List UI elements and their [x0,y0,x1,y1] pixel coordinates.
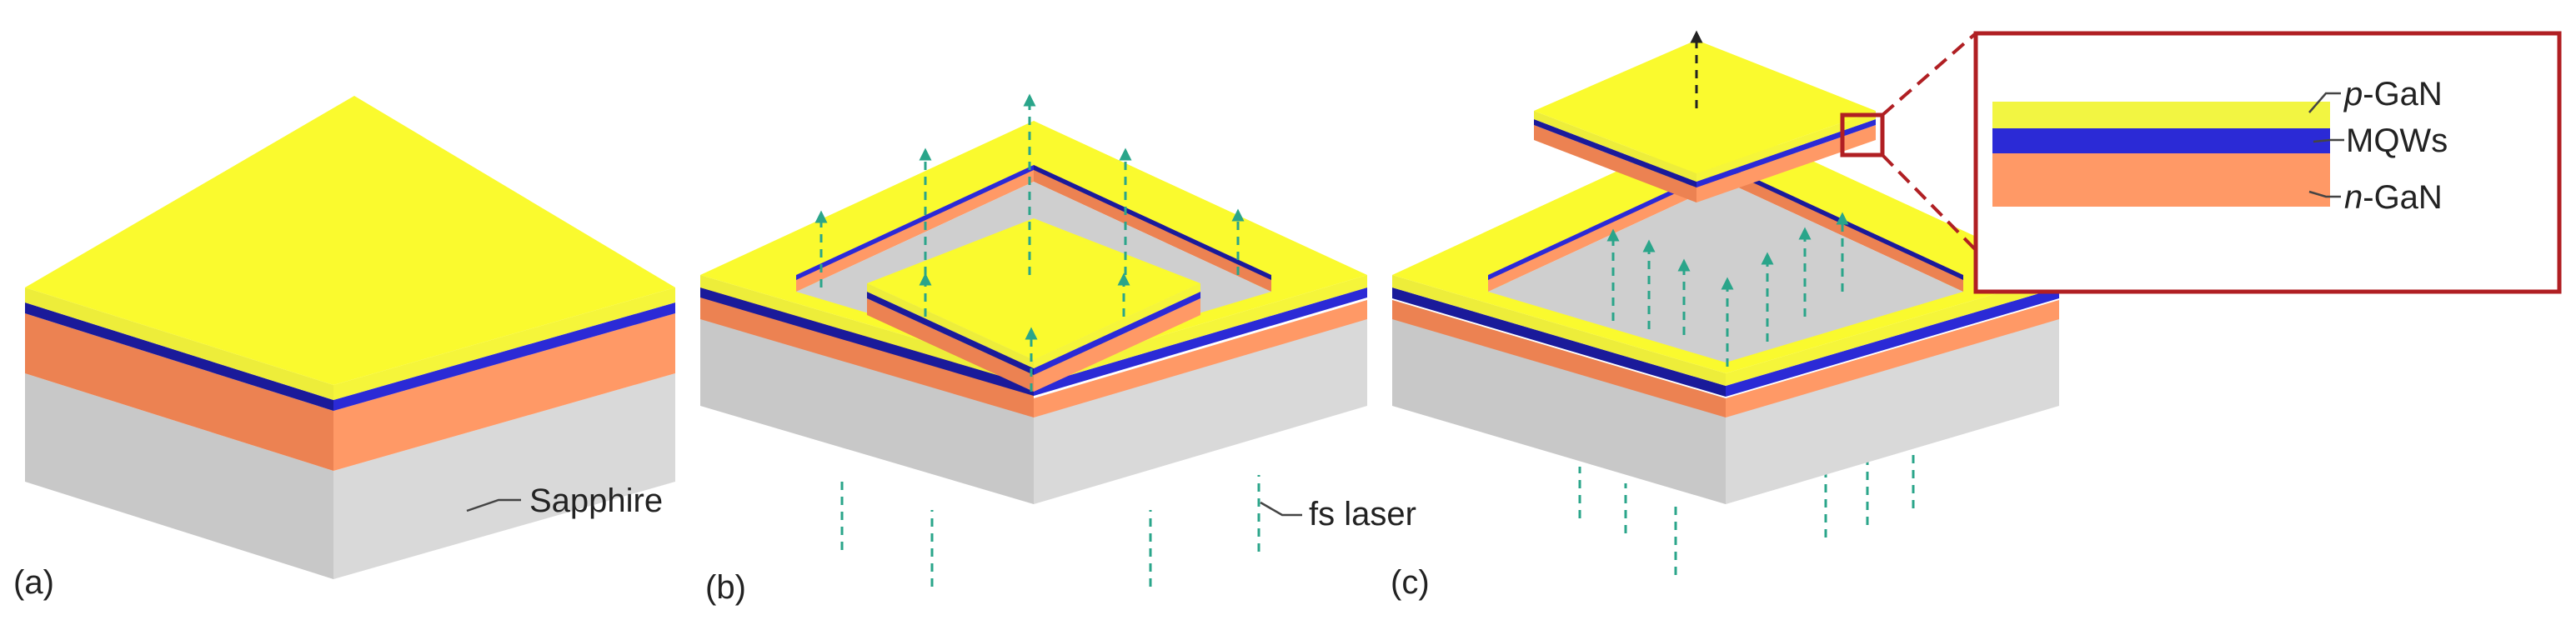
laser-arrows-up-b [814,93,1245,392]
panel-c: (c) [1391,30,2059,601]
inset-mqw-layer [1992,128,2330,153]
inset-n-gan-layer [1992,153,2330,207]
laser-beams-below-b [840,475,1260,587]
fs-laser-label: fs laser [1309,496,1416,532]
inset-p-gan-layer [1992,102,2330,128]
p-gan-label: p-GaN [2343,76,2443,112]
zoom-line-top [1881,32,1977,117]
laser-beams-below-c [1578,446,1915,575]
panel-a-label: (a) [13,564,54,601]
mqw-leader [2313,138,2344,143]
chip-b-mesa [867,218,1200,392]
layer-inset: p-GaN MQWs n-GaN [1973,31,2562,294]
chip-c-ring [1392,121,2059,504]
n-gan-label: n-GaN [2344,179,2443,216]
panel-c-label: (c) [1391,564,1430,601]
mqw-label: MQWs [2346,122,2448,159]
panel-b: fs laser (b) [700,93,1416,606]
n-gan-leader [2308,190,2341,198]
p-gan-leader [2308,92,2341,113]
panel-a: Sapphire (a) [13,96,675,601]
sapphire-leader [466,498,521,512]
panel-b-label: (b) [705,569,746,606]
lifted-mesa [1534,40,1876,202]
laser-arrows-up-c [1606,212,1849,367]
zoom-box [1840,112,1885,158]
chip-a [25,96,675,579]
fs-laser-leader [1260,501,1302,517]
sapphire-label: Sapphire [529,482,663,519]
